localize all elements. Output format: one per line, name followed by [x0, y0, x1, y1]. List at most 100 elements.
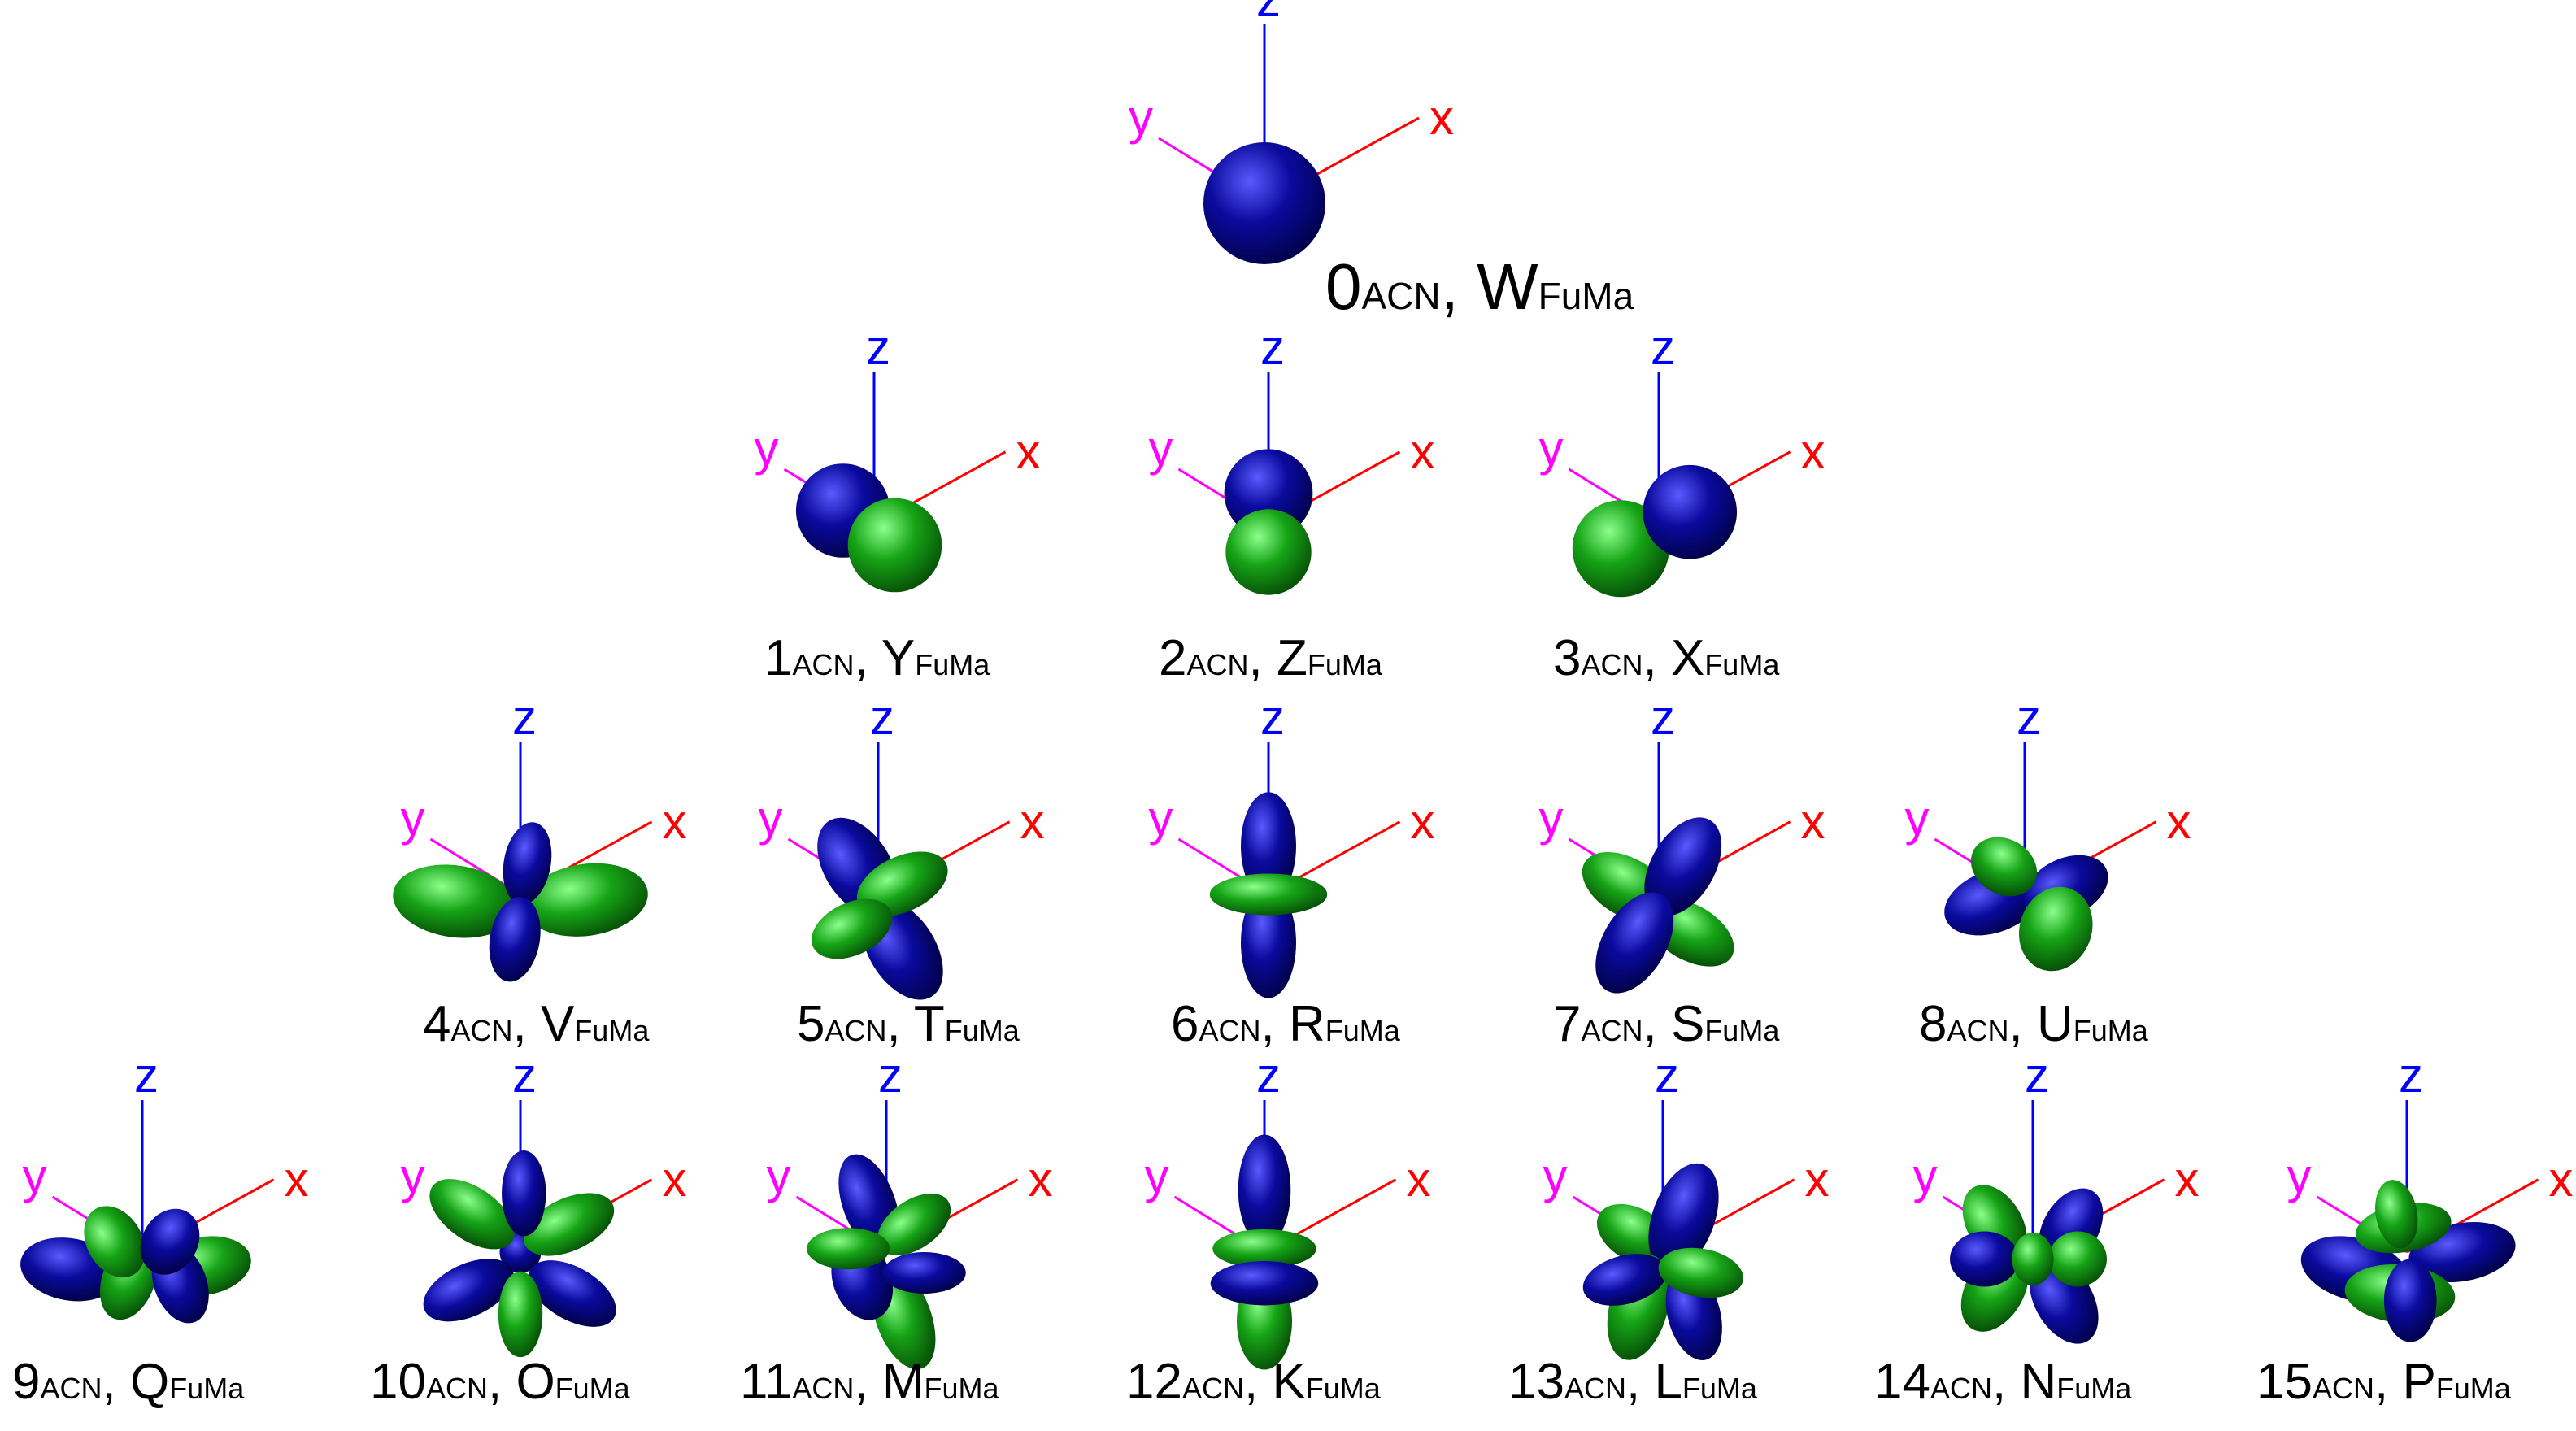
harmonic-14: zxy [1913, 1048, 2200, 1344]
label-separator: , [488, 1354, 516, 1410]
positive-lobe [503, 822, 552, 905]
x-axis-label: x [1411, 424, 1435, 479]
fuma-letter: Z [1277, 630, 1308, 686]
fuma-subscript: FuMa [555, 1372, 631, 1405]
negative-lobe [84, 1206, 146, 1278]
y-axis-label: y [1543, 1149, 1568, 1203]
z-axis-label: z [1260, 690, 1285, 745]
label-separator: , [102, 1354, 130, 1410]
fuma-letter: X [1671, 630, 1704, 686]
y-axis-label: y [1539, 791, 1564, 846]
negative-lobe [429, 1179, 515, 1250]
acn-subscript: ACN [1564, 1372, 1626, 1405]
acn-number: 4 [423, 996, 450, 1052]
harmonic-2: zxy [1149, 320, 1435, 595]
fuma-letter: W [1477, 250, 1538, 323]
harmonic-3: z x y [1539, 320, 1825, 598]
harmonic-label: 2ACN, ZFuMa [1159, 630, 1383, 686]
fuma-letter: K [1272, 1354, 1305, 1410]
negative-lobe [498, 1271, 543, 1358]
positive-lobe [1210, 1261, 1319, 1306]
label-separator: , [1441, 250, 1477, 323]
fuma-letter: Y [881, 630, 915, 686]
harmonic-1: zxy [755, 320, 1041, 593]
z-axis-label: z [1651, 690, 1675, 745]
harmonic-label: 11ACN, MFuMa [740, 1354, 1000, 1410]
z-axis-label: z [1651, 320, 1675, 375]
negative-lobe [2048, 1231, 2107, 1287]
harmonic-4: zxy [393, 690, 687, 982]
negative-lobe [1658, 1247, 1743, 1298]
positive-lobe [1950, 1231, 2019, 1287]
harmonic-label: 1ACN, YFuMa [764, 630, 990, 686]
z-axis-label: z [1256, 1048, 1281, 1103]
label-separator: , [1261, 996, 1289, 1052]
positive-lobe [1582, 1254, 1667, 1306]
fuma-letter: M [882, 1354, 925, 1410]
acn-number: 10 [370, 1354, 426, 1410]
harmonic-12: zxy [1145, 1048, 1431, 1370]
fuma-letter: U [2037, 996, 2073, 1052]
fuma-letter: S [1671, 996, 1704, 1052]
negative-lobe [856, 851, 948, 917]
harmonic-9: z x y [20, 1048, 309, 1324]
harmonic-label: 6ACN, RFuMa [1171, 996, 1401, 1052]
negative-lobe [2018, 886, 2093, 972]
acn-number: 5 [797, 996, 825, 1052]
acn-subscript: ACN [450, 1014, 512, 1047]
positive-lobe [489, 897, 541, 982]
acn-subscript: ACN [1182, 1372, 1244, 1405]
y-axis-label: y [1539, 421, 1564, 476]
fuma-subscript: FuMa [1308, 648, 1383, 681]
y-axis-label: y [1129, 90, 1153, 145]
fuma-letter: O [516, 1354, 555, 1410]
fuma-subscript: FuMa [574, 1014, 650, 1047]
acn-number: 1 [764, 630, 792, 686]
fuma-subscript: FuMa [1704, 1014, 1780, 1047]
positive-lobe [423, 1259, 514, 1322]
positive-lobe [2383, 1259, 2437, 1342]
acn-subscript: ACN [1947, 1014, 2008, 1047]
y-axis-label: y [23, 1149, 47, 1203]
label-separator: , [1643, 996, 1671, 1052]
harmonic-8: zxy [1905, 690, 2191, 972]
harmonic-10: zxy [401, 1048, 687, 1358]
fuma-subscript: FuMa [915, 648, 990, 681]
z-axis-label: z [134, 1048, 159, 1103]
harmonic-label: 5ACN, TFuMa [797, 996, 1020, 1052]
acn-subscript: ACN [1930, 1372, 1992, 1405]
x-axis-label: x [1801, 424, 1825, 479]
z-axis-label: z [878, 1048, 903, 1103]
acn-number: 2 [1159, 630, 1186, 686]
acn-number: 12 [1126, 1354, 1182, 1410]
x-axis-label: x [285, 1152, 309, 1207]
x-axis-label: x [1016, 424, 1041, 479]
x-axis-label: x [1801, 794, 1825, 849]
harmonic-label: 13ACN, LFuMa [1508, 1354, 1758, 1410]
positive-lobe [1644, 817, 1722, 916]
fuma-subscript: FuMa [1704, 648, 1780, 681]
x-axis-label: x [2175, 1152, 2200, 1207]
fuma-subscript: FuMa [2056, 1372, 2132, 1405]
acn-number: 7 [1553, 996, 1581, 1052]
acn-subscript: ACN [792, 1372, 854, 1405]
y-axis-label: y [1149, 421, 1173, 476]
label-separator: , [1249, 630, 1277, 686]
acn-number: 14 [1874, 1354, 1930, 1410]
harmonic-label: 9ACN, QFuMa [12, 1354, 245, 1410]
label-separator: , [887, 996, 914, 1052]
positive-lobe [1203, 142, 1325, 264]
z-axis-label: z [2017, 690, 2041, 745]
harmonic-label: 8ACN, UFuMa [1919, 996, 2149, 1052]
negative-lobe [393, 864, 517, 938]
y-axis-label: y [2287, 1149, 2312, 1203]
acn-subscript: ACN [40, 1372, 102, 1405]
acn-number: 9 [12, 1354, 40, 1410]
label-separator: , [1244, 1354, 1272, 1410]
y-axis-label: y [401, 791, 425, 846]
harmonic-5: zxy [759, 690, 1045, 1000]
y-axis-label: y [401, 1149, 425, 1203]
positive-lobe [1595, 892, 1674, 994]
fuma-letter: N [2020, 1354, 2056, 1410]
